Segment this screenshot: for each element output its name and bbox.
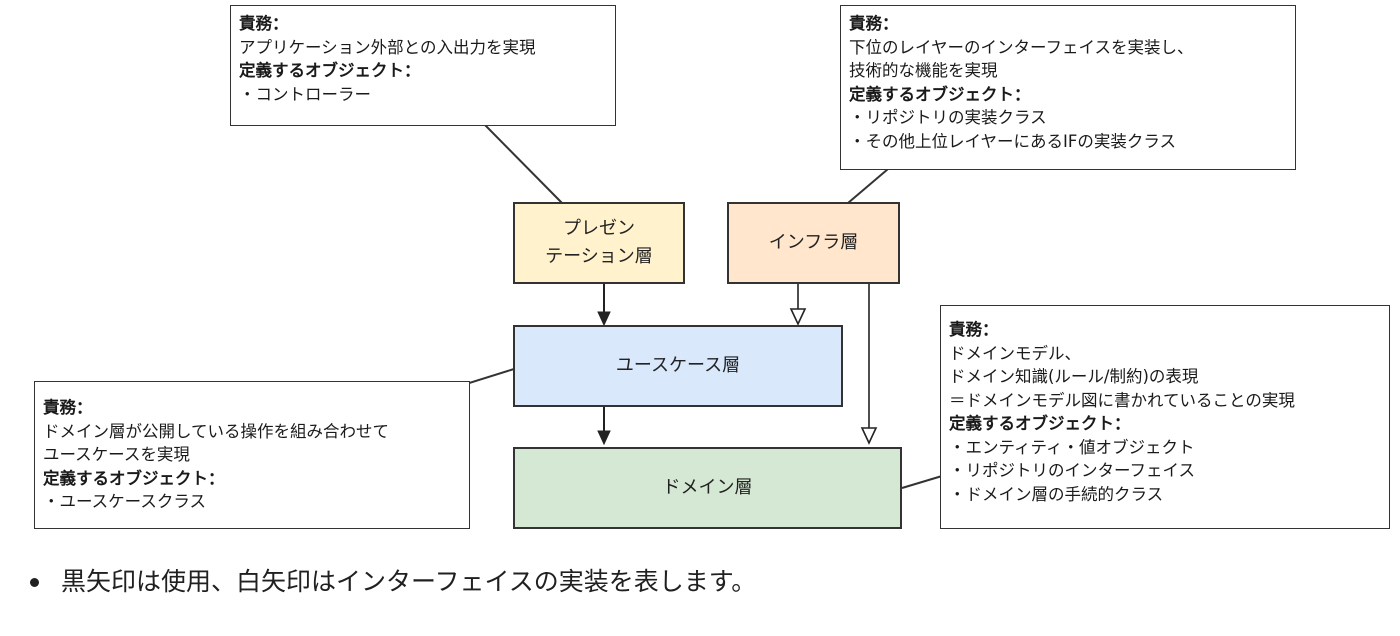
domain-responsibility-note: 責務： ドメインモデル、 ドメイン知識(ルール/制約)の表現 ＝ドメインモデル図… <box>940 305 1390 529</box>
note-text: ドメインモデル、 <box>949 343 1081 363</box>
note-heading: 定義するオブジェクト： <box>43 468 225 488</box>
presentation-note-connector <box>484 124 563 204</box>
domain-note-connector <box>901 475 943 489</box>
note-text: ・リポジトリのインターフェイス <box>949 461 1196 480</box>
infra-layer-label: インフラ層 <box>768 232 859 253</box>
presentation-uses-usecase-arrow <box>597 283 611 327</box>
note-text: アプリケーション外部との入出力を実現 <box>239 37 536 57</box>
usecase-uses-domain-arrow <box>597 407 611 446</box>
note-heading: 責務： <box>43 398 93 417</box>
note-text: 下位のレイヤーのインターフェイスを実装し、 <box>849 37 1194 57</box>
note-heading: 定義するオブジェクト： <box>949 414 1131 433</box>
presentation-layer-label-line1: プレゼン <box>562 218 635 239</box>
note-text: ・エンティティ・値オブジェクト <box>949 437 1195 457</box>
note-heading: 責務： <box>949 320 999 339</box>
infra-implements-domain-arrow <box>860 283 878 445</box>
usecase-responsibility-note: 責務： ドメイン層が公開している操作を組み合わせて ユースケースを実現 定義する… <box>34 381 470 529</box>
presentation-responsibility-note: 責務： アプリケーション外部との入出力を実現 定義するオブジェクト： ・コントロ… <box>230 5 616 126</box>
usecase-layer-box: ユースケース層 <box>513 325 843 407</box>
note-text: 技術的な機能を実現 <box>849 61 998 80</box>
infra-responsibility-note: 責務： 下位のレイヤーのインターフェイスを実装し、 技術的な機能を実現 定義する… <box>840 5 1296 170</box>
domain-layer-label: ドメイン層 <box>662 477 753 498</box>
note-heading: 定義するオブジェクト： <box>239 61 421 80</box>
legend-caption: 黒矢印は使用、白矢印はインターフェイスの実装を表します。 <box>30 562 756 602</box>
infra-implements-usecase-arrow <box>789 283 807 326</box>
note-heading: 責務： <box>239 14 289 33</box>
note-text: ・ユースケースクラス <box>43 492 207 511</box>
usecase-note-connector <box>465 368 515 385</box>
legend-caption-text: 黒矢印は使用、白矢印はインターフェイスの実装を表します。 <box>61 567 757 596</box>
note-text: ・リポジトリの実装クラス <box>849 108 1047 127</box>
note-text: ・コントローラー <box>239 84 371 104</box>
note-text: ドメイン層が公開している操作を組み合わせて <box>43 421 390 441</box>
note-text: ドメイン知識(ルール/制約)の表現 <box>949 367 1199 386</box>
note-text: ＝ドメインモデル図に書かれていることの実現 <box>949 390 1295 410</box>
note-text: ・ドメイン層の手続的クラス <box>949 484 1164 504</box>
presentation-layer-label-line2: テーション層 <box>545 246 653 267</box>
note-text: ユースケースを実現 <box>43 445 190 464</box>
infra-note-connector <box>847 168 889 204</box>
note-text: ・その他上位レイヤーにあるIFの実装クラス <box>849 131 1177 151</box>
note-heading: 責務： <box>849 14 899 33</box>
bullet-icon <box>30 577 39 587</box>
infra-layer-box: インフラ層 <box>727 202 900 284</box>
note-heading: 定義するオブジェクト： <box>849 84 1031 104</box>
presentation-layer-box: プレゼン テーション層 <box>513 202 685 284</box>
domain-layer-box: ドメイン層 <box>513 447 902 529</box>
usecase-layer-label: ユースケース層 <box>615 355 741 376</box>
